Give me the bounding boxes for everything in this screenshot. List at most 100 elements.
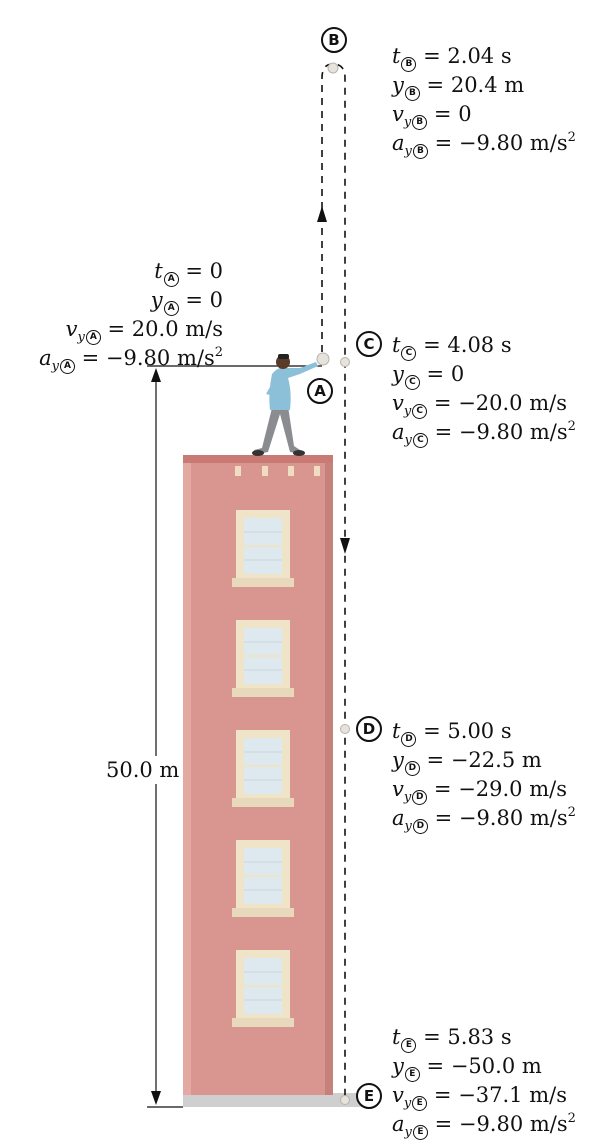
value: −9.80 m/s [458,1112,568,1136]
equals-sign: = [427,1112,459,1136]
point-marker: A [163,272,179,287]
value: 4.08 s [447,333,512,357]
symbol: a [39,346,52,370]
subscript: y [405,433,412,448]
point-marker: B [404,86,420,101]
subscript: y [405,144,412,159]
height-dimension [147,365,322,1108]
symbol: t [392,44,401,68]
subscript-y: y [403,404,412,419]
equals-sign: = [416,333,448,357]
value: −9.80 m/s [458,131,568,155]
person [252,354,318,456]
subscript-y: y [404,819,412,834]
symbol: y [392,362,404,386]
symbol: t [392,1025,401,1049]
symbol: y [392,73,404,97]
building-window [232,840,294,917]
subscript-y: y [403,1096,412,1111]
point-label-e: E [356,1083,382,1109]
ball-d [340,724,350,734]
subscript: y [77,330,84,345]
symbol: v [65,317,78,341]
subscript: y [405,1125,412,1140]
equals-sign: = [178,288,210,312]
subscript-y: y [404,433,412,448]
subscript-y: y [404,1125,412,1140]
point-marker: C [412,433,428,448]
subscript: y [404,790,411,805]
value: 0 [209,259,223,283]
exponent: 2 [567,805,576,820]
value: −9.80 m/s [458,806,568,830]
equals-sign: = [419,748,451,772]
building-window [232,510,294,587]
subscript-y: y [403,790,412,805]
ball-e [340,1095,350,1105]
subscript-y: y [404,144,412,159]
equals-sign: = [419,1054,451,1078]
point-label-d: D [356,716,382,742]
equals-sign: = [427,777,459,801]
subscript: y [404,404,411,419]
value: 5.83 s [447,1025,512,1049]
point-marker: E [404,1067,420,1082]
symbol: a [392,806,405,830]
symbol: v [392,777,404,801]
symbol: t [154,259,163,283]
subscript: y [405,819,412,834]
point-marker: E [412,1125,428,1140]
value: −50.0 m [450,1054,542,1078]
ground-shadow [183,1093,361,1107]
point-marker: C [412,404,428,419]
value: 20.0 m/s [131,317,223,341]
point-marker: D [404,761,420,776]
up-arrow [317,206,327,222]
point-marker: B [401,57,417,72]
symbol: v [392,391,404,415]
symbol: v [392,1083,404,1107]
subscript: y [404,115,411,130]
point-marker: D [401,732,417,747]
building-window [232,620,294,697]
equals-sign: = [427,391,459,415]
value: 0 [209,288,223,312]
exponent: 2 [567,1111,576,1126]
building-height-label: 50.0 m [104,756,182,784]
trajectory [321,63,346,1098]
symbol: a [392,1112,405,1136]
balls [316,62,350,1105]
symbol: t [392,719,401,743]
subscript-y: y [77,330,85,345]
equals-sign: = [416,719,448,743]
value: −9.80 m/s [105,346,215,370]
equals-sign: = [427,1083,459,1107]
equals-sign: = [427,420,459,444]
point-label-a: A [307,378,333,404]
subscript-y: y [51,359,59,374]
value: −9.80 m/s [458,420,568,444]
down-arrow [340,538,350,554]
point-marker: C [404,375,420,390]
equals-sign: = [74,346,106,370]
symbol: y [150,288,163,312]
point-marker: E [412,1096,428,1111]
subscript: y [404,1096,411,1111]
building-window [232,950,294,1027]
